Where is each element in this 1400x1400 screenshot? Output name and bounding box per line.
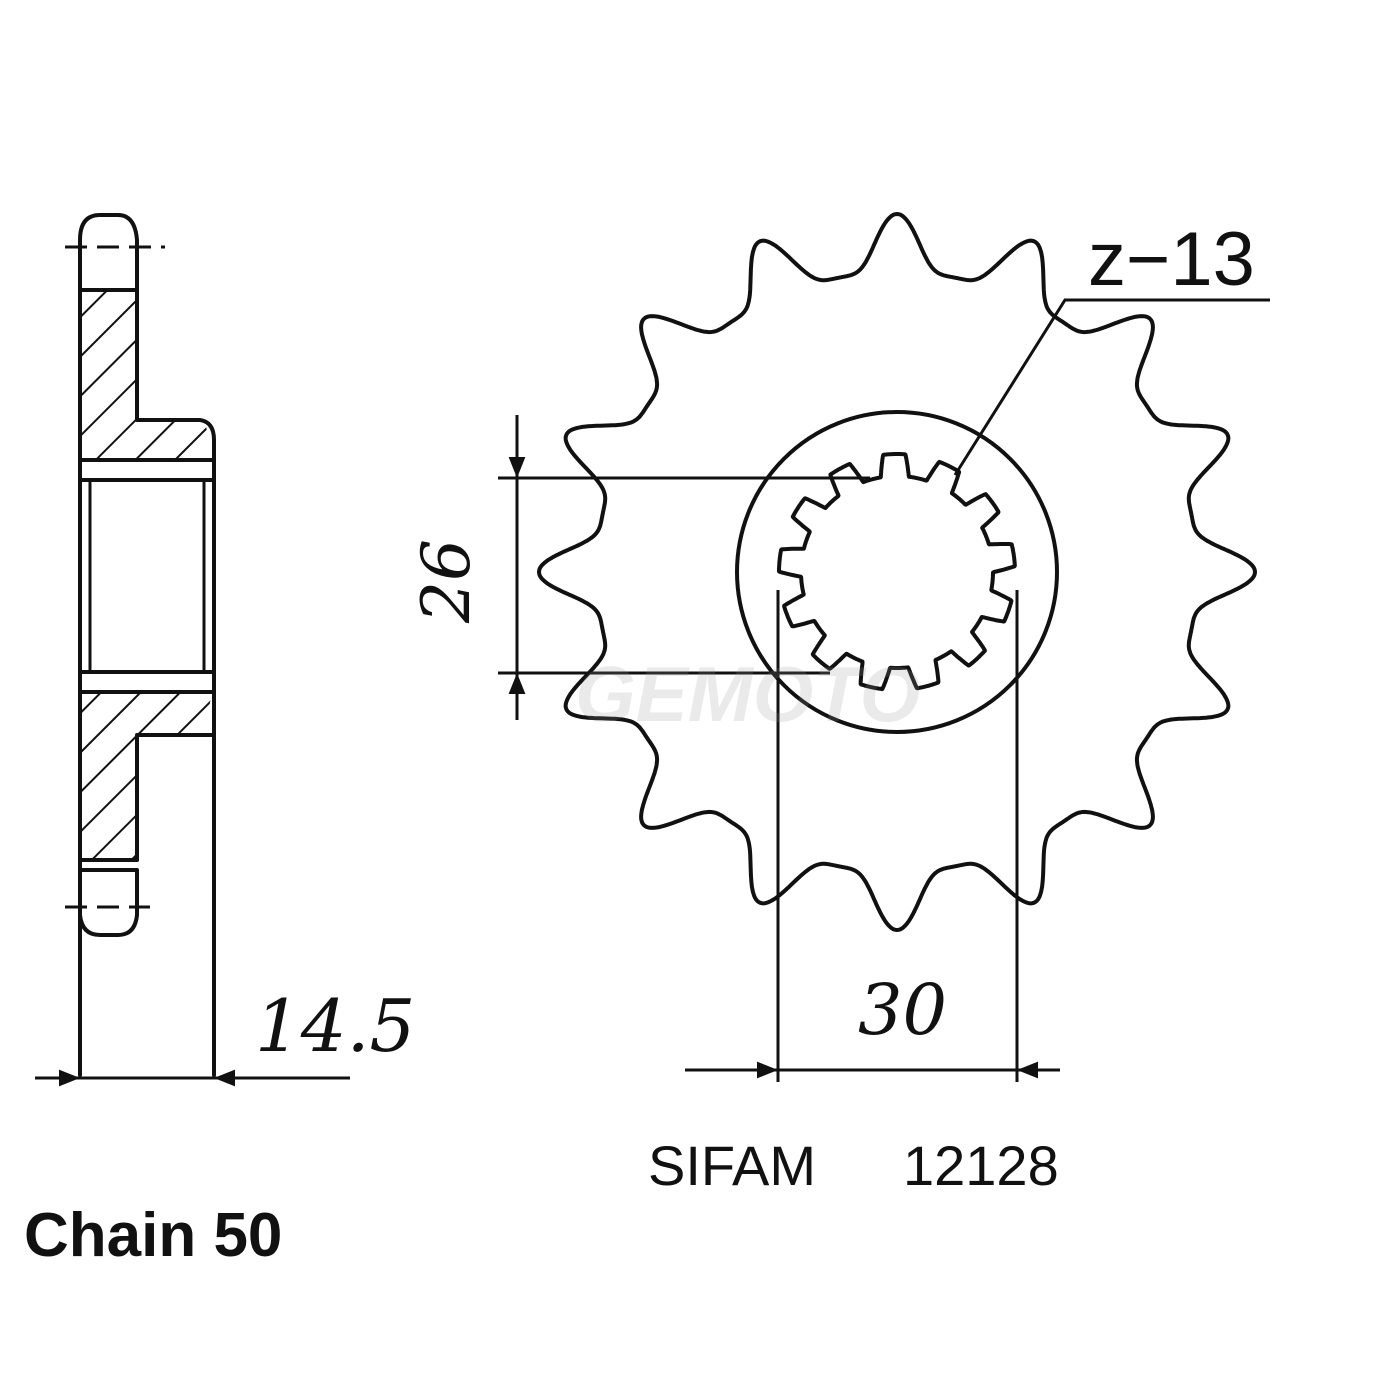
chain-label: Chain 50: [24, 1201, 283, 1270]
teeth-count-label: z−13: [1088, 217, 1255, 302]
hub-circle: [735, 410, 1059, 734]
part-number: 12128: [903, 1134, 1059, 1197]
side-view: [35, 213, 350, 1087]
side-hatch-upper: [82, 290, 212, 460]
sprocket-outline: [537, 212, 1257, 932]
spline-bore: [777, 452, 1017, 692]
side-lower-plate: [135, 733, 214, 862]
teeth-leader: [953, 298, 1270, 476]
maker-label: SIFAM: [648, 1134, 817, 1197]
hub-width-label: 14.5: [255, 984, 416, 1068]
bore-width-label: 30: [858, 969, 948, 1051]
watermark: GEMOTO: [575, 650, 921, 738]
side-tooth-lower: [78, 868, 139, 937]
front-view: [498, 212, 1270, 1082]
side-outline: [78, 213, 216, 1077]
bore-height-label: 26: [407, 539, 485, 623]
side-hatch-lower: [82, 690, 212, 860]
